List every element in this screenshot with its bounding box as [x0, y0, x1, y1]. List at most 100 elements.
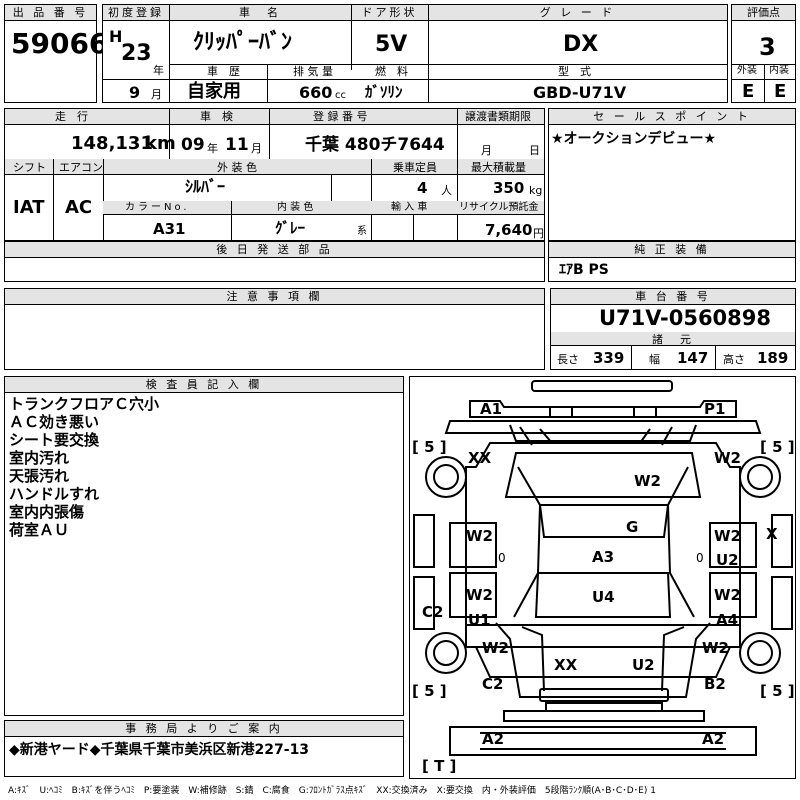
car-name-label: 車 名	[169, 5, 351, 21]
fuel: ｶﾞｿﾘﾝ	[365, 83, 403, 101]
insp-month: 11	[225, 135, 249, 155]
spare-tire: [ T ]	[422, 757, 457, 775]
height: 189	[757, 349, 789, 367]
interior-label: 内 装 色	[277, 202, 314, 213]
shift-label: シフト	[13, 161, 46, 174]
interior-color: ｸﾞﾚｰ	[275, 219, 306, 237]
inspector-line: 荷室ＡＵ	[9, 521, 70, 539]
inspector-box: 検 査 員 記 入 欄 トランクフロアＣ穴小 ＡＣ効き悪い シート要交換 室内汚…	[4, 376, 404, 716]
mark-a2-left: A2	[482, 730, 505, 748]
ac-label: エアコン	[59, 161, 103, 174]
year-unit: 年	[153, 64, 164, 77]
int-grade: E	[774, 81, 787, 102]
score-cell: 評価点 3 外装 内装 E E	[731, 4, 796, 103]
load: 350	[493, 179, 525, 197]
mark-w2-front-right: W2	[714, 449, 741, 467]
load-label: 最大積載量	[471, 161, 526, 174]
color-label: 外 装 色	[217, 161, 257, 174]
door-label: ドア形状	[351, 5, 428, 21]
shift: IAT	[13, 197, 45, 218]
mark-u1: U1	[468, 611, 491, 629]
inspector-line: シート要交換	[9, 431, 100, 449]
mark-b2: B2	[704, 675, 726, 693]
grade-label: グ レ ー ド	[428, 5, 727, 21]
first-reg-label: 初度登録	[103, 5, 169, 21]
mileage-unit: km	[145, 133, 176, 154]
inspector-notes: トランクフロアＣ穴小 ＡＣ効き悪い シート要交換 室内汚れ 天張汚れ ハンドルす…	[9, 395, 159, 539]
transfer-month-unit: 月	[481, 144, 492, 157]
mark-w2-left-quarter: W2	[482, 639, 509, 657]
recycle: 7,640	[485, 221, 533, 239]
insp-year: 09	[181, 135, 205, 155]
details-header-row3	[103, 201, 544, 215]
tire-fl: [ 5 ]	[412, 438, 447, 456]
chassis-box: 車 台 番 号 U71V-0560898 諸 元 長さ 339 幅 147 高さ…	[550, 288, 796, 370]
lot-label: 出 品 番 号	[5, 5, 96, 21]
mark-w2-right-rear: W2	[714, 586, 741, 604]
sales-point-box: セ ー ル ス ポ イ ン ト ★オークションデビュー★	[548, 108, 796, 241]
mark-a3: A3	[592, 548, 615, 566]
mark-c2-bottom: C2	[482, 675, 504, 693]
width: 147	[677, 349, 709, 367]
ext-label: 外装	[737, 65, 757, 76]
mileage-label: 走 行	[55, 110, 88, 123]
vehicle-details: 走 行 車 検 登 録 番 号 譲渡書類期限 148,131 km 09 年 1…	[4, 108, 545, 241]
mark-a2-right: A2	[702, 730, 725, 748]
chassis-label: 車 台 番 号	[551, 289, 795, 305]
equipment-label: 純 正 装 備	[549, 242, 795, 258]
lot-number: 59066	[11, 27, 109, 60]
recycle-label: リサイクル預託金	[459, 202, 539, 213]
details-header-row	[5, 109, 544, 125]
month-unit: 月	[151, 88, 162, 101]
exterior-color: ｼﾙﾊﾞｰ	[185, 177, 226, 196]
first-reg-month: 9	[129, 83, 141, 102]
height-label: 高さ	[723, 353, 745, 366]
transfer-day-unit: 日	[529, 144, 540, 157]
chassis-number: U71V-0560898	[599, 306, 771, 330]
sales-point: ★オークションデビュー★	[551, 131, 717, 147]
era: H	[109, 27, 123, 46]
inspector-line: 天張汚れ	[9, 467, 70, 485]
equipment-box: 純 正 装 備 ｴｱB PS	[548, 241, 796, 282]
mark-c2-left: C2	[422, 603, 444, 621]
equipment: ｴｱB PS	[559, 262, 609, 278]
length-label: 長さ	[557, 353, 579, 366]
office-box: 事 務 局 よ り ご 案 内 ◆新港ヤード◆千葉県千葉市美浜区新港227-13	[4, 720, 404, 777]
mark-w2-hood: W2	[634, 472, 661, 490]
ext-grade: E	[742, 81, 755, 102]
tire-rr: [ 5 ]	[760, 682, 795, 700]
insp-month-unit: 月	[251, 142, 262, 155]
header-panel: 出 品 番 号 59066 初度登録 車 名 ドア形状 グ レ ー ド H 23…	[4, 4, 796, 103]
mark-xx-rear: XX	[554, 656, 578, 674]
model-label: 型 式	[558, 65, 591, 78]
door-type: 5V	[375, 32, 408, 57]
color-no: A31	[153, 220, 186, 238]
interior-unit: 系	[357, 226, 367, 237]
color-no-label: カラーNo.	[125, 202, 190, 213]
mark-zero-right: 0	[696, 551, 704, 565]
mark-p1: P1	[704, 400, 726, 418]
insp-year-unit: 年	[207, 142, 218, 155]
mark-g: G	[626, 518, 639, 536]
inspector-line: 室内内張傷	[9, 503, 85, 521]
capacity-unit: 人	[441, 184, 452, 197]
car-outline-diagram	[413, 380, 793, 756]
inspector-label: 検 査 員 記 入 欄	[5, 377, 403, 393]
inspector-line: ＡＣ効き悪い	[9, 413, 100, 431]
spec-label: 諸 元	[551, 332, 795, 346]
inspector-line: トランクフロアＣ穴小	[9, 395, 160, 413]
ac: AC	[65, 197, 93, 218]
mark-a1: A1	[480, 400, 503, 418]
legend: A:ｷｽﾞ U:ﾍｺﾐ B:ｷｽﾞを伴うﾍｺﾐ P:要塗装 W:補修跡 S:錆 …	[8, 786, 656, 796]
load-unit: kg	[529, 184, 543, 197]
sales-label: セ ー ル ス ポ イ ン ト	[549, 109, 795, 125]
mileage: 148,131	[71, 133, 153, 154]
mark-zero-left: 0	[498, 551, 506, 565]
recycle-unit: 円	[533, 227, 544, 240]
disp-label: 排 気 量	[293, 65, 333, 78]
car-name: ｸﾘｯﾊﾟｰﾊﾞﾝ	[193, 30, 293, 55]
mark-u2-tail: U2	[632, 656, 655, 674]
history-label: 車 歴	[207, 65, 240, 78]
history: 自家用	[187, 81, 241, 102]
first-reg-block: 初度登録 車 名 ドア形状 グ レ ー ド H 23 年 9 月 ｸﾘｯﾊﾟｰﾊ…	[102, 4, 728, 103]
